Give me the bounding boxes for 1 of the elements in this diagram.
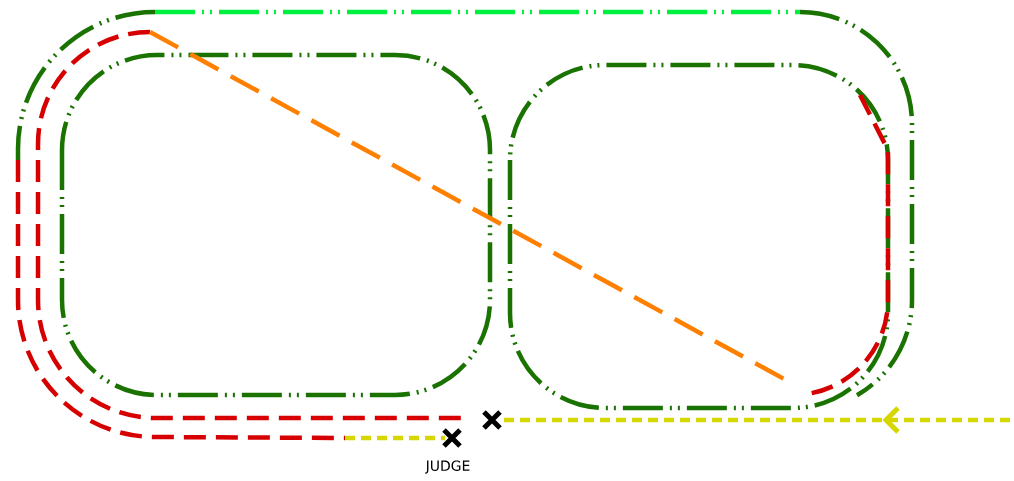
judge-label: JUDGE bbox=[424, 460, 470, 474]
